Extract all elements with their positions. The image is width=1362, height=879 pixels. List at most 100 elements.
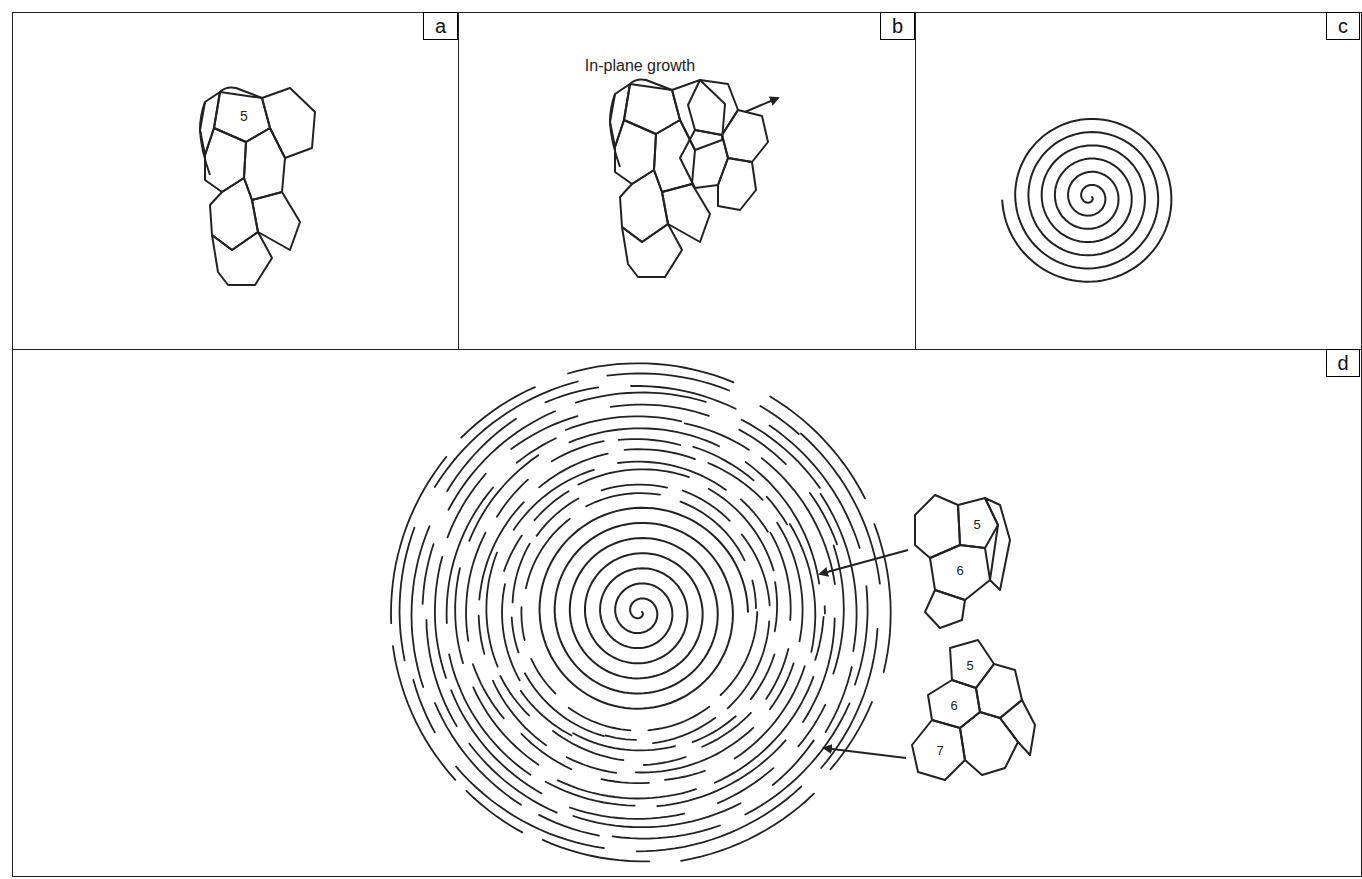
spiral-stroke (537, 498, 579, 536)
spiral-stroke (469, 455, 538, 541)
spiral-stroke (553, 731, 623, 760)
spiral-stroke (815, 617, 823, 660)
spiral-stroke (855, 586, 868, 685)
spiral-stroke (521, 691, 572, 736)
spiral-stroke (606, 736, 636, 740)
carbon-cluster (200, 88, 315, 286)
panel-letter: c (1338, 15, 1348, 38)
spiral-stroke (447, 488, 494, 624)
spiral-stroke (709, 489, 774, 571)
spiral-stroke (602, 485, 668, 491)
spiral-stroke (578, 469, 689, 484)
spiral-stroke (824, 606, 826, 613)
spiral-stroke (449, 654, 530, 775)
spiral-stroke (728, 621, 770, 708)
spiral-stroke (790, 524, 816, 652)
spiral-stroke (770, 397, 865, 499)
spiral-stroke (718, 768, 774, 803)
spiral-stroke (831, 702, 873, 769)
spiral-stroke (798, 705, 825, 747)
spiral-stroke (760, 406, 799, 434)
spiral-stroke (461, 387, 535, 437)
spiral-stroke (539, 454, 608, 488)
spiral-stroke (681, 502, 745, 561)
spiral-stroke (521, 734, 571, 769)
spiral-stroke (435, 382, 578, 488)
panel-letter: a (435, 15, 446, 38)
ring-number: 7 (936, 744, 943, 757)
spiral-stroke (504, 536, 522, 571)
spiral-stroke (566, 416, 682, 430)
spiral-stroke (423, 544, 434, 604)
spiral-stroke (497, 480, 528, 517)
spiral-stroke (567, 757, 616, 773)
spiral-stroke (619, 439, 681, 445)
spiral-stroke (426, 620, 456, 726)
spiral-stroke (803, 619, 835, 722)
spiral-stroke (513, 544, 530, 603)
spiral-stroke (742, 420, 820, 488)
ring-number: 6 (956, 564, 963, 577)
spiral-stroke (473, 687, 538, 765)
spiral-stroke (449, 411, 556, 510)
spiral-stroke (448, 474, 486, 538)
spiral-stroke (693, 716, 736, 742)
spiral-stroke (473, 664, 504, 718)
spiral-stroke (826, 667, 852, 732)
spiral-stroke (833, 546, 844, 674)
spiral-stroke (618, 462, 726, 490)
spiral-stroke (746, 462, 820, 584)
spiral-stroke (500, 676, 529, 715)
spiral-stroke (543, 840, 649, 862)
spiral-stroke (601, 779, 649, 783)
spiral-stroke (455, 568, 463, 663)
spiral-stroke (770, 663, 794, 709)
spiral-stroke (752, 581, 756, 609)
carbon-cluster (915, 495, 1010, 628)
spiral-stroke (739, 430, 786, 465)
spiral-stroke (568, 363, 734, 382)
spiral-stroke (469, 744, 556, 813)
spiral-stroke (525, 673, 604, 736)
spiral-stroke (702, 713, 751, 747)
spiral-stroke (576, 393, 706, 403)
spiral-stroke (573, 803, 740, 827)
spiral-stroke (1002, 119, 1171, 282)
spiral-stroke (393, 646, 455, 780)
spiral-stroke (644, 757, 686, 765)
spiral-stroke (821, 629, 877, 768)
spiral-stroke (569, 708, 631, 731)
spiral-stroke (613, 826, 720, 839)
panel-letter-box: b (880, 12, 915, 40)
spiral-stroke (770, 533, 790, 620)
panel-letter-box: c (1326, 12, 1360, 40)
spiral-stroke (412, 526, 430, 687)
spiral-stroke (683, 491, 730, 521)
carbon-cluster (610, 80, 778, 278)
spiral-stroke (466, 533, 486, 641)
spiral-stroke (821, 494, 857, 651)
panel-letter: b (892, 15, 903, 38)
growth-label: In-plane growth (585, 58, 695, 74)
spiral-stroke (400, 528, 415, 661)
ring-number: 5 (240, 109, 248, 123)
spiral-stroke (741, 499, 768, 531)
spiral-stroke (681, 794, 814, 861)
spiral-stroke (391, 457, 446, 623)
leader-arrow (820, 550, 908, 758)
spiral-stroke (874, 524, 890, 672)
spiral-stroke (766, 649, 788, 699)
spiral-stroke (540, 508, 749, 709)
spiral-stroke (810, 493, 837, 544)
ring-number: 6 (950, 699, 957, 712)
spiral-stroke (637, 787, 802, 852)
spiral-stroke (570, 808, 684, 819)
spiral-stroke (466, 791, 522, 833)
spiral-stroke (742, 534, 770, 605)
spiral-stroke (801, 434, 880, 584)
spiral-stroke (521, 607, 524, 640)
panel-letter-box: a (423, 12, 458, 40)
spiral-stroke (552, 441, 604, 461)
spiral-stroke (773, 740, 814, 785)
